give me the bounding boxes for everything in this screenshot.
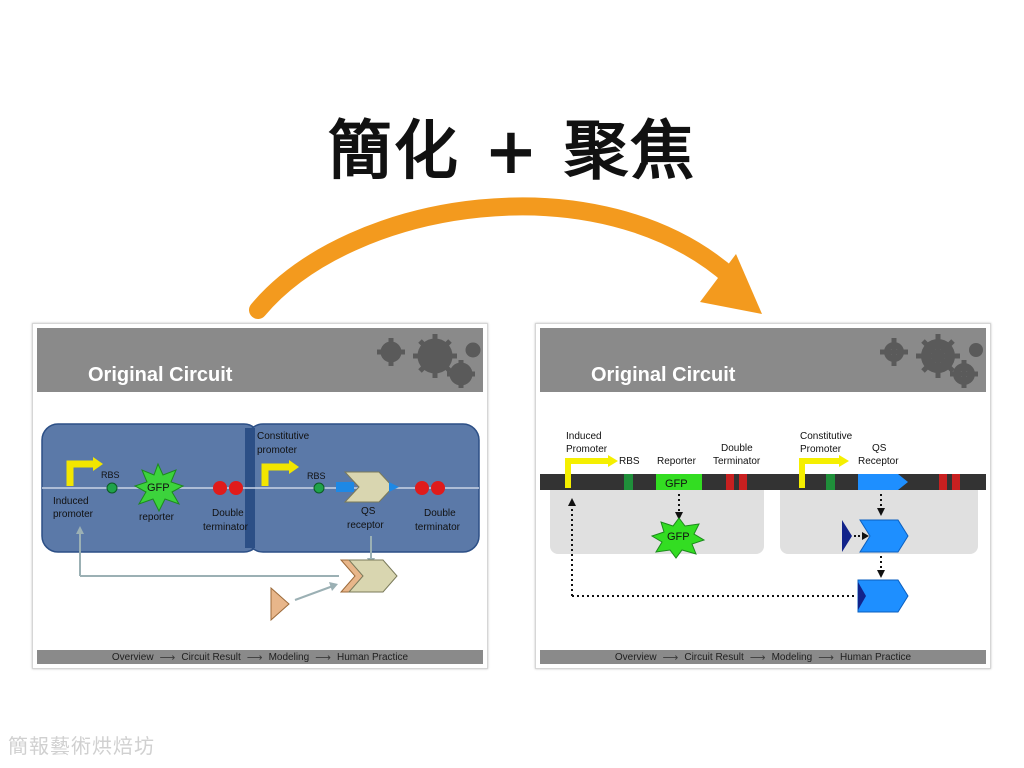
- reporter-label: reporter: [139, 512, 175, 523]
- double-label: Double: [212, 508, 244, 519]
- slide-header: [540, 328, 986, 392]
- nav-human-practice[interactable]: Human Practice: [839, 651, 912, 663]
- receptor-label: receptor: [347, 520, 384, 531]
- gears-icon: [880, 334, 983, 388]
- inducer-icon: [842, 520, 852, 552]
- dna-backbone: [540, 474, 986, 490]
- terminator-icon-2: [415, 481, 429, 495]
- nav-circuit-result[interactable]: Circuit Result: [181, 651, 241, 663]
- rbs-label: RBS: [619, 456, 640, 467]
- gfp-star-icon: [650, 517, 706, 559]
- promoter-label-2: Promoter: [800, 444, 842, 455]
- simplified-circuit-diagram: Induced Promoter RBS Reporter Double Ter…: [540, 431, 986, 613]
- arrow-right-icon: ⟶: [246, 651, 263, 664]
- rbs-label-2: RBS: [307, 471, 326, 481]
- arrow-right-icon: ⟶: [315, 651, 331, 664]
- qs-receptor-icon: [859, 519, 909, 553]
- rbs-icon: [624, 474, 633, 490]
- page-title: 簡化 + 聚焦: [327, 115, 697, 189]
- rbs-icon: [106, 482, 118, 494]
- qs-label: QS: [361, 506, 376, 517]
- nav-overview[interactable]: Overview: [614, 651, 657, 663]
- induced-panel: [550, 474, 764, 554]
- qs-label: QS: [872, 443, 887, 454]
- original-circuit-diagram: RBS GFP Induced promoter reporter Double…: [41, 423, 480, 622]
- gears-icon: [377, 334, 481, 388]
- induced-label: Induced: [53, 496, 89, 507]
- arrow-right-icon: ⟶: [818, 651, 834, 664]
- terminator-icon-2: [939, 474, 947, 490]
- terminator-label: Terminator: [713, 456, 761, 467]
- inducer-icon: [270, 586, 290, 622]
- rbs-icon-2: [313, 482, 325, 494]
- promoter-label-2: promoter: [257, 445, 298, 456]
- terminator-label-2: terminator: [415, 522, 461, 533]
- constitutive-label: Constitutive: [800, 431, 853, 442]
- slide-header: [37, 328, 483, 392]
- qs-panel: [780, 474, 978, 554]
- constitutive-promoter-icon: [799, 458, 841, 488]
- left-slide: Original Circuit: [32, 323, 488, 669]
- nav-circuit-result[interactable]: Circuit Result: [684, 651, 744, 663]
- qs-receptor-icon: [343, 471, 394, 503]
- slide-nav: Overview ⟶ Circuit Result ⟶ Modeling ⟶ H…: [37, 650, 483, 664]
- nav-modeling[interactable]: Modeling: [268, 651, 310, 663]
- arrow-right-icon: ⟶: [662, 651, 679, 664]
- slide-title: Original Circuit: [591, 364, 736, 386]
- gfp-star-icon: [133, 462, 185, 513]
- slide-nav: Overview ⟶ Circuit Result ⟶ Modeling ⟶ H…: [540, 650, 986, 664]
- reporter-label: Reporter: [657, 456, 697, 467]
- right-slide: Original Circuit: [535, 323, 991, 669]
- rbs-icon-2: [826, 474, 835, 490]
- nav-human-practice[interactable]: Human Practice: [336, 651, 409, 663]
- rbs-label: RBS: [101, 470, 120, 480]
- induced-promoter-icon: [66, 460, 95, 486]
- promoter-label: promoter: [53, 509, 94, 520]
- constitutive-promoter-icon: [261, 463, 291, 486]
- receptor-label: Receptor: [858, 456, 899, 467]
- terminator-icon: [726, 474, 734, 490]
- constitutive-label: Constitutive: [257, 431, 310, 442]
- terminator-label: terminator: [203, 522, 249, 533]
- gfp-gene-label: GFP: [665, 478, 688, 490]
- nav-modeling[interactable]: Modeling: [771, 651, 813, 663]
- watermark: 簡報藝術烘焙坊: [8, 734, 155, 758]
- promoter-label: Promoter: [566, 444, 608, 455]
- gfp-label: GFP: [147, 482, 170, 494]
- slide-title: Original Circuit: [88, 364, 233, 386]
- double-label-2: Double: [424, 508, 456, 519]
- arrow-right-icon: ⟶: [749, 651, 766, 664]
- gfp-gene: [656, 474, 702, 490]
- qs-receptor-gene: [858, 474, 908, 490]
- induced-label: Induced: [566, 431, 602, 442]
- induced-promoter-icon: [565, 458, 610, 488]
- terminator-icon: [213, 481, 227, 495]
- nav-overview[interactable]: Overview: [111, 651, 154, 663]
- arrow-right-icon: ⟶: [159, 651, 176, 664]
- gfp-protein-label: GFP: [667, 531, 690, 543]
- double-label: Double: [721, 443, 753, 454]
